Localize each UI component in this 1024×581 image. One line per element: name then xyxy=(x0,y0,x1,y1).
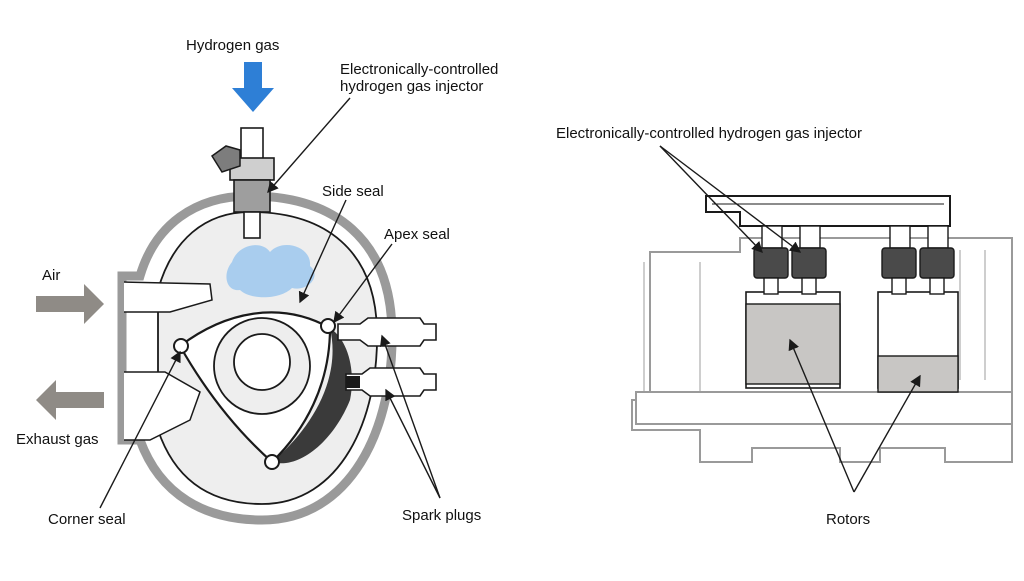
label-spark-plugs: Spark plugs xyxy=(402,507,482,524)
rotor-side xyxy=(272,328,352,464)
label-rotors: Rotors xyxy=(826,511,871,528)
label-exhaust-gas: Exhaust gas xyxy=(16,431,99,448)
rotary-engine-cross-section xyxy=(36,62,441,525)
injector-4 xyxy=(919,225,955,295)
leader-spark-2 xyxy=(385,388,441,499)
label-injector-line1: Electronically-controlled xyxy=(340,61,499,78)
rotor-front xyxy=(745,303,841,385)
leader-rotor-front xyxy=(788,338,855,493)
injector-2 xyxy=(791,225,827,295)
injector-3 xyxy=(881,225,917,295)
engine-side-section xyxy=(631,145,1013,493)
rotor-rear xyxy=(877,355,959,393)
leader-injector-right-2 xyxy=(659,145,802,253)
label-apex-seal: Apex seal xyxy=(384,226,450,243)
leader-injector xyxy=(267,97,351,194)
leader-corner-seal xyxy=(99,350,181,509)
leader-side-seal xyxy=(298,199,347,304)
label-side-seal: Side seal xyxy=(322,183,384,200)
label-hydrogen-gas: Hydrogen gas xyxy=(186,37,280,54)
fuel-rail xyxy=(705,195,951,227)
bottom-seal-mark xyxy=(264,454,280,470)
label-injector-line2: hydrogen gas injector xyxy=(340,78,484,95)
exhaust-arrow xyxy=(36,380,104,420)
eccentric-shaft-side xyxy=(635,391,1013,425)
injector-1 xyxy=(753,225,789,295)
spark-plug-upper xyxy=(337,317,437,347)
intake-port xyxy=(123,281,213,313)
hydrogen-cloud xyxy=(226,244,315,298)
air-arrow xyxy=(36,284,104,324)
leader-injector-right-1 xyxy=(659,145,763,254)
apex-seal-mark xyxy=(320,318,336,334)
label-injector-right: Electronically-controlled hydrogen gas i… xyxy=(556,125,862,142)
leader-spark-1 xyxy=(380,334,441,499)
label-corner-seal: Corner seal xyxy=(48,511,126,528)
spark-plug-lower xyxy=(345,367,437,397)
corner-seal-mark xyxy=(173,338,189,354)
hydrogen-flow-arrow xyxy=(232,62,274,112)
rotor-hub xyxy=(233,333,291,391)
leader-rotor-rear xyxy=(853,374,921,493)
leader-apex-seal xyxy=(333,243,393,324)
label-air: Air xyxy=(42,267,61,284)
hydrogen-injector-left xyxy=(210,127,275,239)
